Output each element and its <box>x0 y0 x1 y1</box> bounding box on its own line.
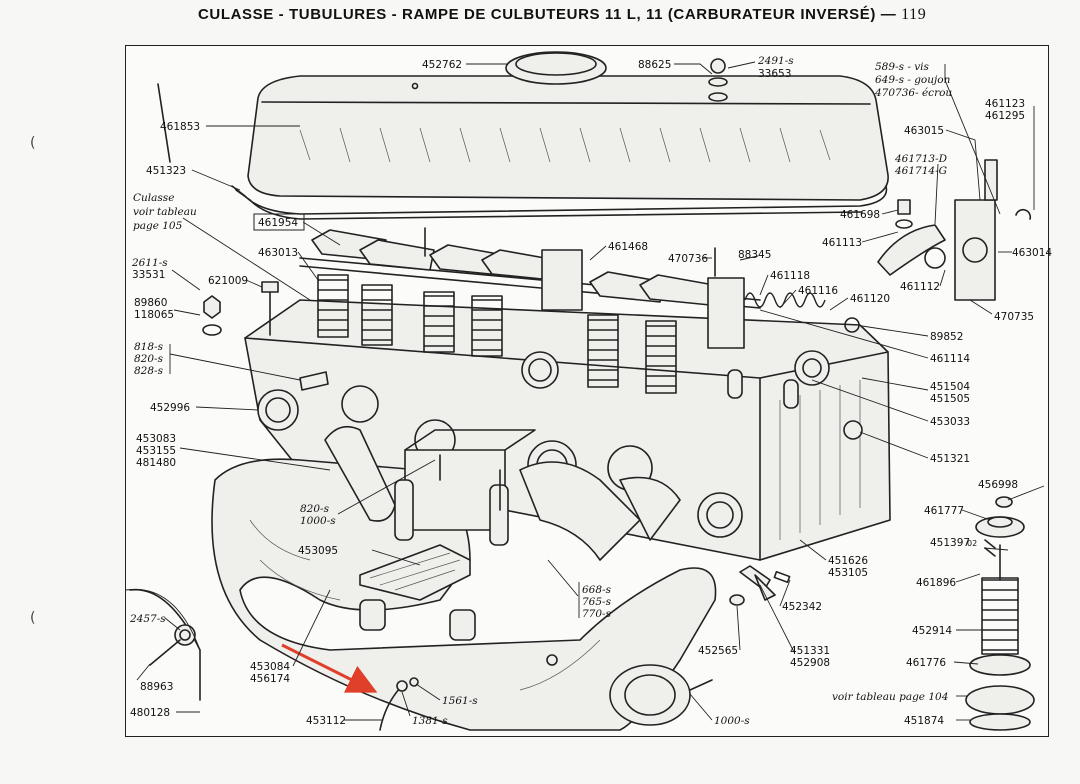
part-label: 452342 <box>782 601 822 613</box>
part-label: 765-s <box>582 596 612 608</box>
part-label: 456998 <box>978 479 1018 491</box>
part-label: 1561-s <box>442 695 478 707</box>
part-label: 452762 <box>422 59 462 71</box>
part-label: 451504 <box>930 381 970 393</box>
part-label: 453095 <box>298 545 338 557</box>
valve-stack <box>965 496 1035 731</box>
part-label: 461777 <box>924 505 964 517</box>
part-label: 470735 <box>994 311 1034 323</box>
part-label: 461114 <box>930 353 970 365</box>
part-label: 33653 <box>758 68 791 80</box>
part-label: 451505 <box>930 393 970 405</box>
part-label: 461295 <box>985 110 1025 122</box>
part-label: 451397 <box>930 537 970 549</box>
part-label: 456174 <box>250 673 290 685</box>
note-tableau: voir tableau page 104 <box>832 691 948 703</box>
part-label: 818-s <box>134 341 164 353</box>
part-label: 463015 <box>904 125 944 137</box>
part-label: 470736- écrou <box>874 87 952 99</box>
part-label: 589-s - vis <box>875 61 929 73</box>
title-text: CULASSE - TUBULURES - RAMPE DE CULBUTEUR… <box>198 6 897 23</box>
part-label: 02 <box>967 539 977 548</box>
part-label: 461113 <box>822 237 862 249</box>
part-label: 452908 <box>790 657 830 669</box>
part-label: 452565 <box>698 645 738 657</box>
margin-mark: ( <box>30 135 36 151</box>
part-label: 481480 <box>136 457 176 469</box>
part-label: 451323 <box>146 165 186 177</box>
part-label: 452914 <box>912 625 952 637</box>
rocker-cover <box>231 51 889 220</box>
part-label: 452996 <box>150 402 190 414</box>
part-label: 89852 <box>930 331 963 343</box>
margin-mark: ( <box>30 610 36 626</box>
rocker-assembly <box>202 227 860 394</box>
part-label: 461954 <box>258 217 298 229</box>
part-label: 770-s <box>582 608 612 620</box>
note-culasse: page 105 <box>133 220 183 232</box>
part-label: 461112 <box>900 281 940 293</box>
part-label: 1000-s <box>714 715 750 727</box>
part-label: 463014 <box>1012 247 1052 259</box>
part-label: 461896 <box>916 577 956 589</box>
part-label: 461713-D <box>894 153 948 165</box>
leader-lines <box>136 61 1045 721</box>
part-label: 461120 <box>850 293 890 305</box>
part-label: 453105 <box>828 567 868 579</box>
note-culasse: voir tableau <box>133 206 197 218</box>
part-label: 461468 <box>608 241 648 253</box>
annotation-arrow <box>281 643 378 693</box>
part-label: 453083 <box>136 433 176 445</box>
part-label: 649-s - goujon <box>875 74 951 86</box>
part-label: 2491-s <box>757 55 794 67</box>
part-label: 828-s <box>134 365 164 377</box>
part-label: 461853 <box>160 121 200 133</box>
part-label: 820-s <box>300 503 330 515</box>
page-number: 119 <box>901 6 927 23</box>
part-label: 453112 <box>306 715 346 727</box>
part-label: 820-s <box>134 353 164 365</box>
part-label: 461698 <box>840 209 880 221</box>
part-label: 88963 <box>140 681 173 693</box>
part-label: 463013 <box>258 247 298 259</box>
part-label: 33531 <box>132 269 165 281</box>
part-label: 89860 <box>134 297 167 309</box>
part-label: 451321 <box>930 453 970 465</box>
inset-boundary <box>125 588 201 651</box>
part-label: 451331 <box>790 645 830 657</box>
part-label: 2611-s <box>131 257 168 269</box>
part-label: 88345 <box>738 249 771 261</box>
part-label: 461118 <box>770 270 810 282</box>
part-label: 480128 <box>130 707 170 719</box>
part-label: 2457-s <box>129 613 166 625</box>
part-label: 453033 <box>930 416 970 428</box>
end-bracket-parts <box>877 159 1032 301</box>
note-culasse: Culasse <box>133 192 174 204</box>
part-label: 451626 <box>828 555 868 567</box>
part-label: 88625 <box>638 59 671 71</box>
part-label: 668-s <box>582 584 612 596</box>
part-label: 1000-s <box>300 515 336 527</box>
part-label: 461714-G <box>894 165 947 177</box>
page-title: CULASSE - TUBULURES - RAMPE DE CULBUTEUR… <box>198 6 926 24</box>
manifolds <box>211 425 717 731</box>
part-label: 461776 <box>906 657 946 669</box>
part-label: 451874 <box>904 715 944 727</box>
part-label: 470736 <box>668 253 708 265</box>
part-label: 453084 <box>250 661 290 673</box>
part-label: 461116 <box>798 285 838 297</box>
part-label: 621009 <box>208 275 248 287</box>
boxed-reference <box>253 213 305 231</box>
part-label: 453155 <box>136 445 176 457</box>
part-label: 118065 <box>134 309 174 321</box>
part-label: 461123 <box>985 98 1025 110</box>
part-labels: 452762 88625 2491-s 33653 589-s - vis 64… <box>129 55 1052 727</box>
part-label: 1381-s <box>412 715 448 727</box>
